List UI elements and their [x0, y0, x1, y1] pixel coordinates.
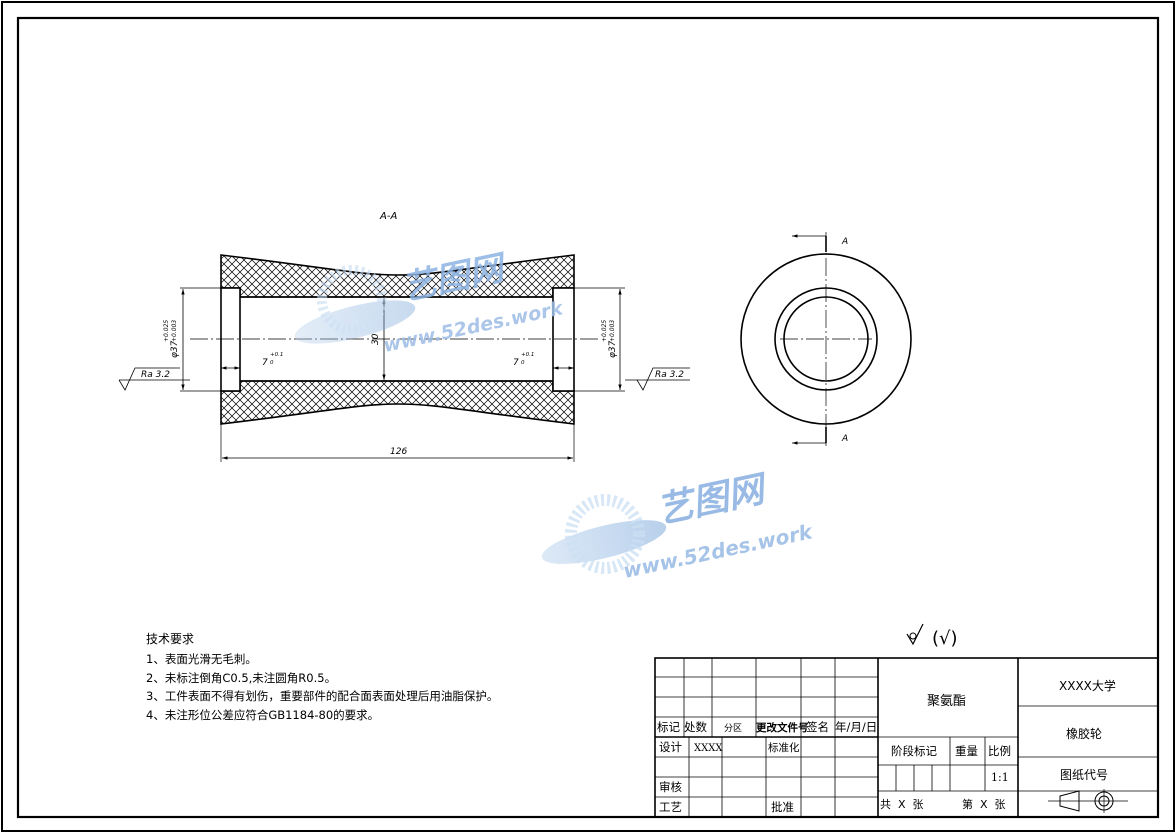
upper-wall-section [220, 254, 575, 298]
tb-review: 审核 [659, 780, 682, 794]
left-depth-tol: +0.1 [270, 352, 283, 358]
tb-count: 处数 [684, 720, 707, 734]
roughness-right: Ra 3.2 [655, 370, 684, 380]
watermark-brand-upper: 艺图网 [399, 247, 512, 308]
left-dia-tol-upper: +0.025 [163, 320, 170, 342]
title-block [654, 657, 1159, 818]
tech-title: 技术要求 [146, 632, 194, 646]
general-roughness: (√) [906, 623, 958, 649]
tb-total-sheets: 共 X 张 [880, 798, 924, 811]
length-dim: 126 [390, 447, 407, 457]
end-view: A A [740, 232, 912, 446]
roughness-symbol-left [118, 367, 180, 391]
section-marker-bottom: A [841, 434, 848, 444]
section-marker-top: A [841, 237, 848, 247]
left-depth-dim: 7 [262, 358, 268, 368]
bore-dim: 30 [371, 333, 381, 345]
tb-date: 年/月/日 [835, 720, 877, 734]
roughness-symbol-right [636, 367, 690, 391]
tb-standardize: 标准化 [768, 741, 800, 754]
tb-design: 设计 [659, 740, 682, 754]
tech-item: 3、工件表面不得有划伤，重要部件的配合面表面处理后用油脂保护。 [146, 689, 498, 703]
left-dia-tol-lower: +0.003 [171, 320, 178, 342]
title-block-text: 标记 处数 分区 更改文件号 签名 年/月/日 设计 XXXX 标准化 审核 工… [657, 678, 1128, 814]
right-bearing-seat [552, 287, 575, 392]
section-label: A-A [379, 211, 397, 222]
section-view: 126 30 φ37 +0.025 +0.003 φ37 +0.025 +0.0… [118, 254, 690, 462]
tech-requirements: 技术要求 1、表面光滑无毛刺。 2、未标注倒角C0.5,未注圆角R0.5。 3、… [146, 632, 498, 722]
tb-mark: 标记 [657, 720, 680, 734]
tb-sheet-no: 第 X 张 [962, 797, 1006, 811]
lower-wall-section [220, 380, 575, 425]
general-roughness-text: (√) [932, 628, 958, 649]
watermark-brand-lower: 艺图网 [653, 468, 772, 532]
right-dia-tol-upper: +0.025 [601, 320, 608, 342]
tb-approve: 批准 [771, 800, 794, 814]
inner-frame [16, 16, 1160, 819]
right-depth-tol: +0.1 [521, 352, 534, 358]
svg-text:0: 0 [521, 360, 525, 366]
tech-item: 1、表面光滑无毛刺。 [146, 652, 257, 666]
tb-zone: 分区 [724, 723, 742, 734]
tb-university: XXXX大学 [1059, 678, 1116, 693]
right-depth-dim: 7 [513, 358, 519, 368]
tb-scale-label: 比例 [988, 744, 1011, 758]
projection-symbol [1048, 789, 1128, 813]
tech-item: 2、未标注倒角C0.5,未注圆角R0.5。 [146, 671, 336, 685]
left-bearing-seat [220, 287, 241, 392]
tb-process: 工艺 [659, 800, 682, 814]
tb-weight: 重量 [955, 744, 978, 758]
tb-drawing-code-label: 图纸代号 [1060, 768, 1108, 782]
right-dia-tol-lower: +0.003 [609, 320, 616, 342]
roughness-left: Ra 3.2 [141, 370, 170, 380]
right-dia-dim: φ37 [608, 340, 618, 358]
tb-signature: 签名 [806, 720, 829, 734]
watermark-lower: 艺图网 www.52des.work [541, 468, 816, 583]
svg-text:0: 0 [270, 360, 274, 366]
tb-scale: 1:1 [991, 771, 1009, 784]
tb-designer: XXXX [694, 743, 723, 754]
tb-change-doc: 更改文件号 [756, 721, 809, 734]
left-dia-dim: φ37 [170, 340, 180, 358]
tb-material: 聚氨酯 [927, 694, 966, 709]
tech-item: 4、未注形位公差应符合GB1184-80的要求。 [146, 708, 379, 722]
tb-stage-mark: 阶段标记 [891, 744, 937, 758]
tb-part-name: 橡胶轮 [1066, 726, 1102, 741]
